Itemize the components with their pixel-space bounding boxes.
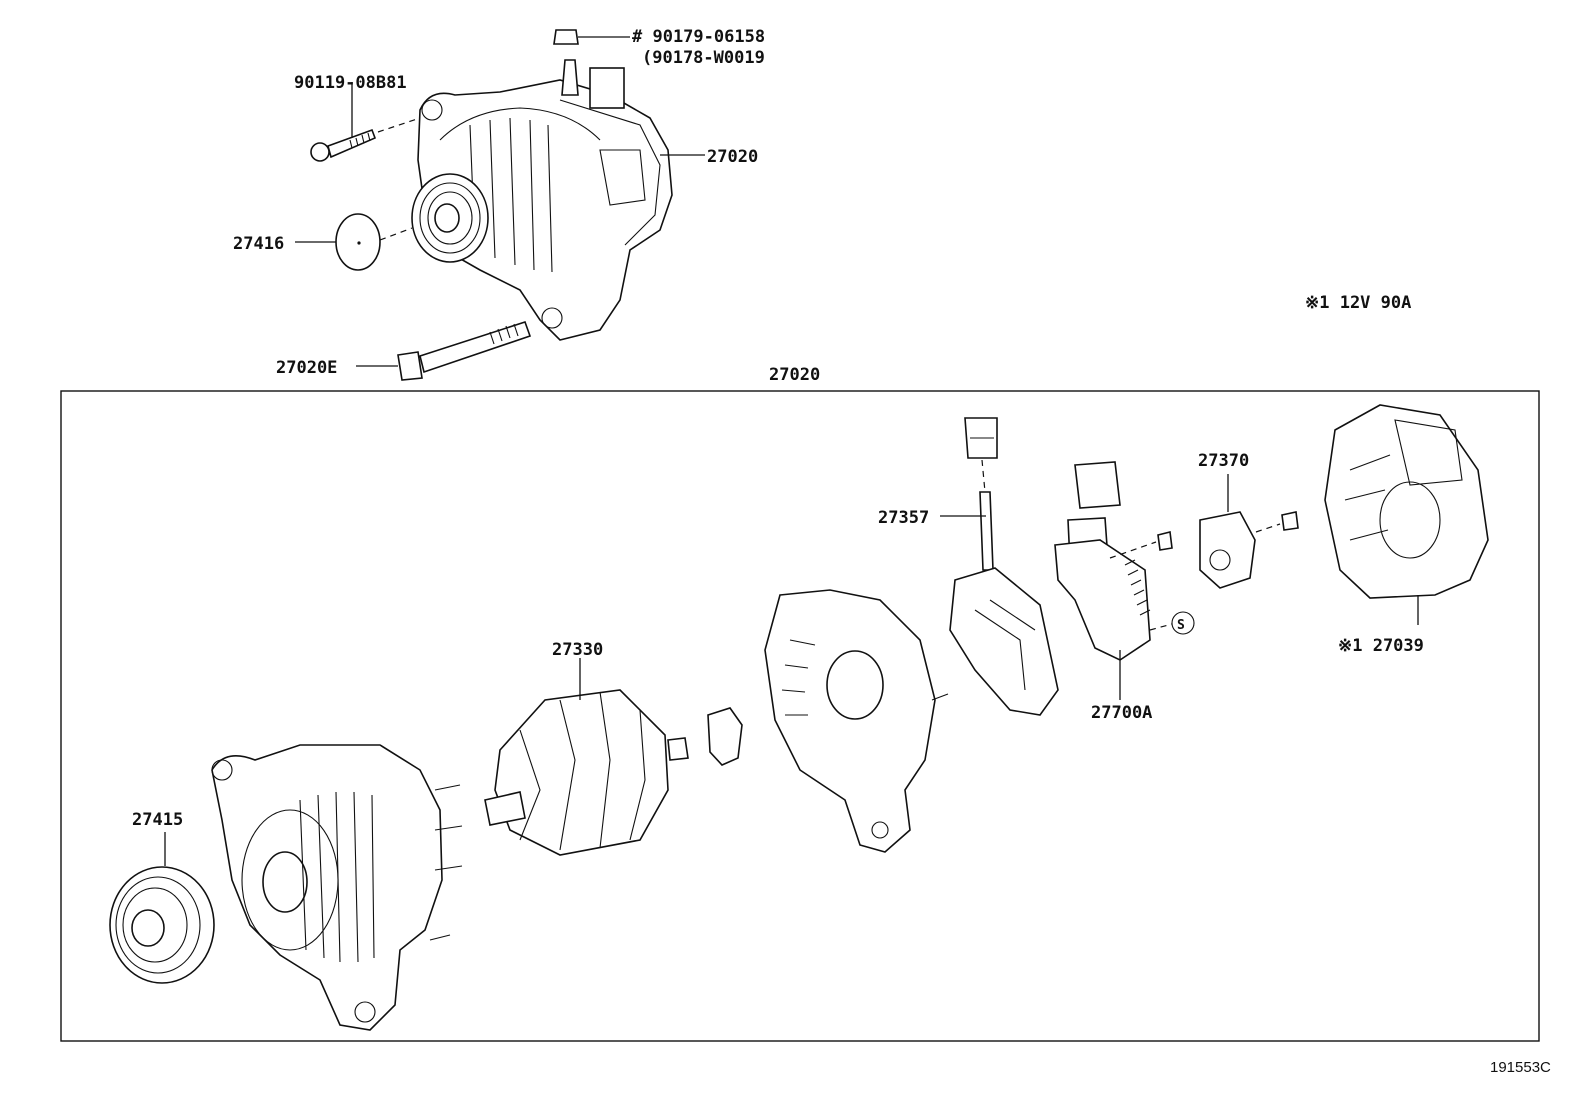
- s-mark-circle: [1171, 611, 1195, 635]
- label-27370: 27370: [1198, 451, 1249, 471]
- cover-27416: [295, 213, 413, 271]
- label-s-mark: S: [1177, 618, 1185, 633]
- label-27020-box: 27020: [769, 365, 820, 385]
- label-27357: 27357: [878, 508, 929, 528]
- drive-end-frame: [211, 744, 463, 1031]
- spec-note: ※1 12V 90A: [1305, 293, 1411, 313]
- pulley-27415: [109, 832, 215, 984]
- label-90179: # 90179-06158: [632, 27, 765, 47]
- label-27700a: 27700A: [1091, 703, 1152, 723]
- regulator-27700a: [1054, 461, 1195, 700]
- seal-ring: [707, 707, 743, 766]
- label-27039: ※1 27039: [1338, 636, 1424, 656]
- rectifier-27357: [940, 417, 1059, 716]
- label-90178: (90178-W0019: [642, 48, 765, 68]
- rotor-27330: [484, 658, 689, 856]
- nut-90179: [553, 29, 630, 45]
- rectifier-end-frame: [764, 589, 949, 853]
- brush-holder-27370: [1199, 474, 1299, 589]
- reference-code: 191553C: [1490, 1059, 1551, 1076]
- label-27415: 27415: [132, 810, 183, 830]
- label-27020e: 27020E: [276, 358, 337, 378]
- bolt-27020e: [356, 320, 532, 381]
- label-27330: 27330: [552, 640, 603, 660]
- rear-cover-27039: [1324, 404, 1489, 625]
- label-27020-top: 27020: [707, 147, 758, 167]
- exploded-view-frame: [60, 390, 1540, 1042]
- bolt-90119: [310, 82, 421, 162]
- alternator-assembly-top: [411, 59, 673, 341]
- label-27416: 27416: [233, 234, 284, 254]
- label-90119: 90119-08B81: [294, 73, 407, 93]
